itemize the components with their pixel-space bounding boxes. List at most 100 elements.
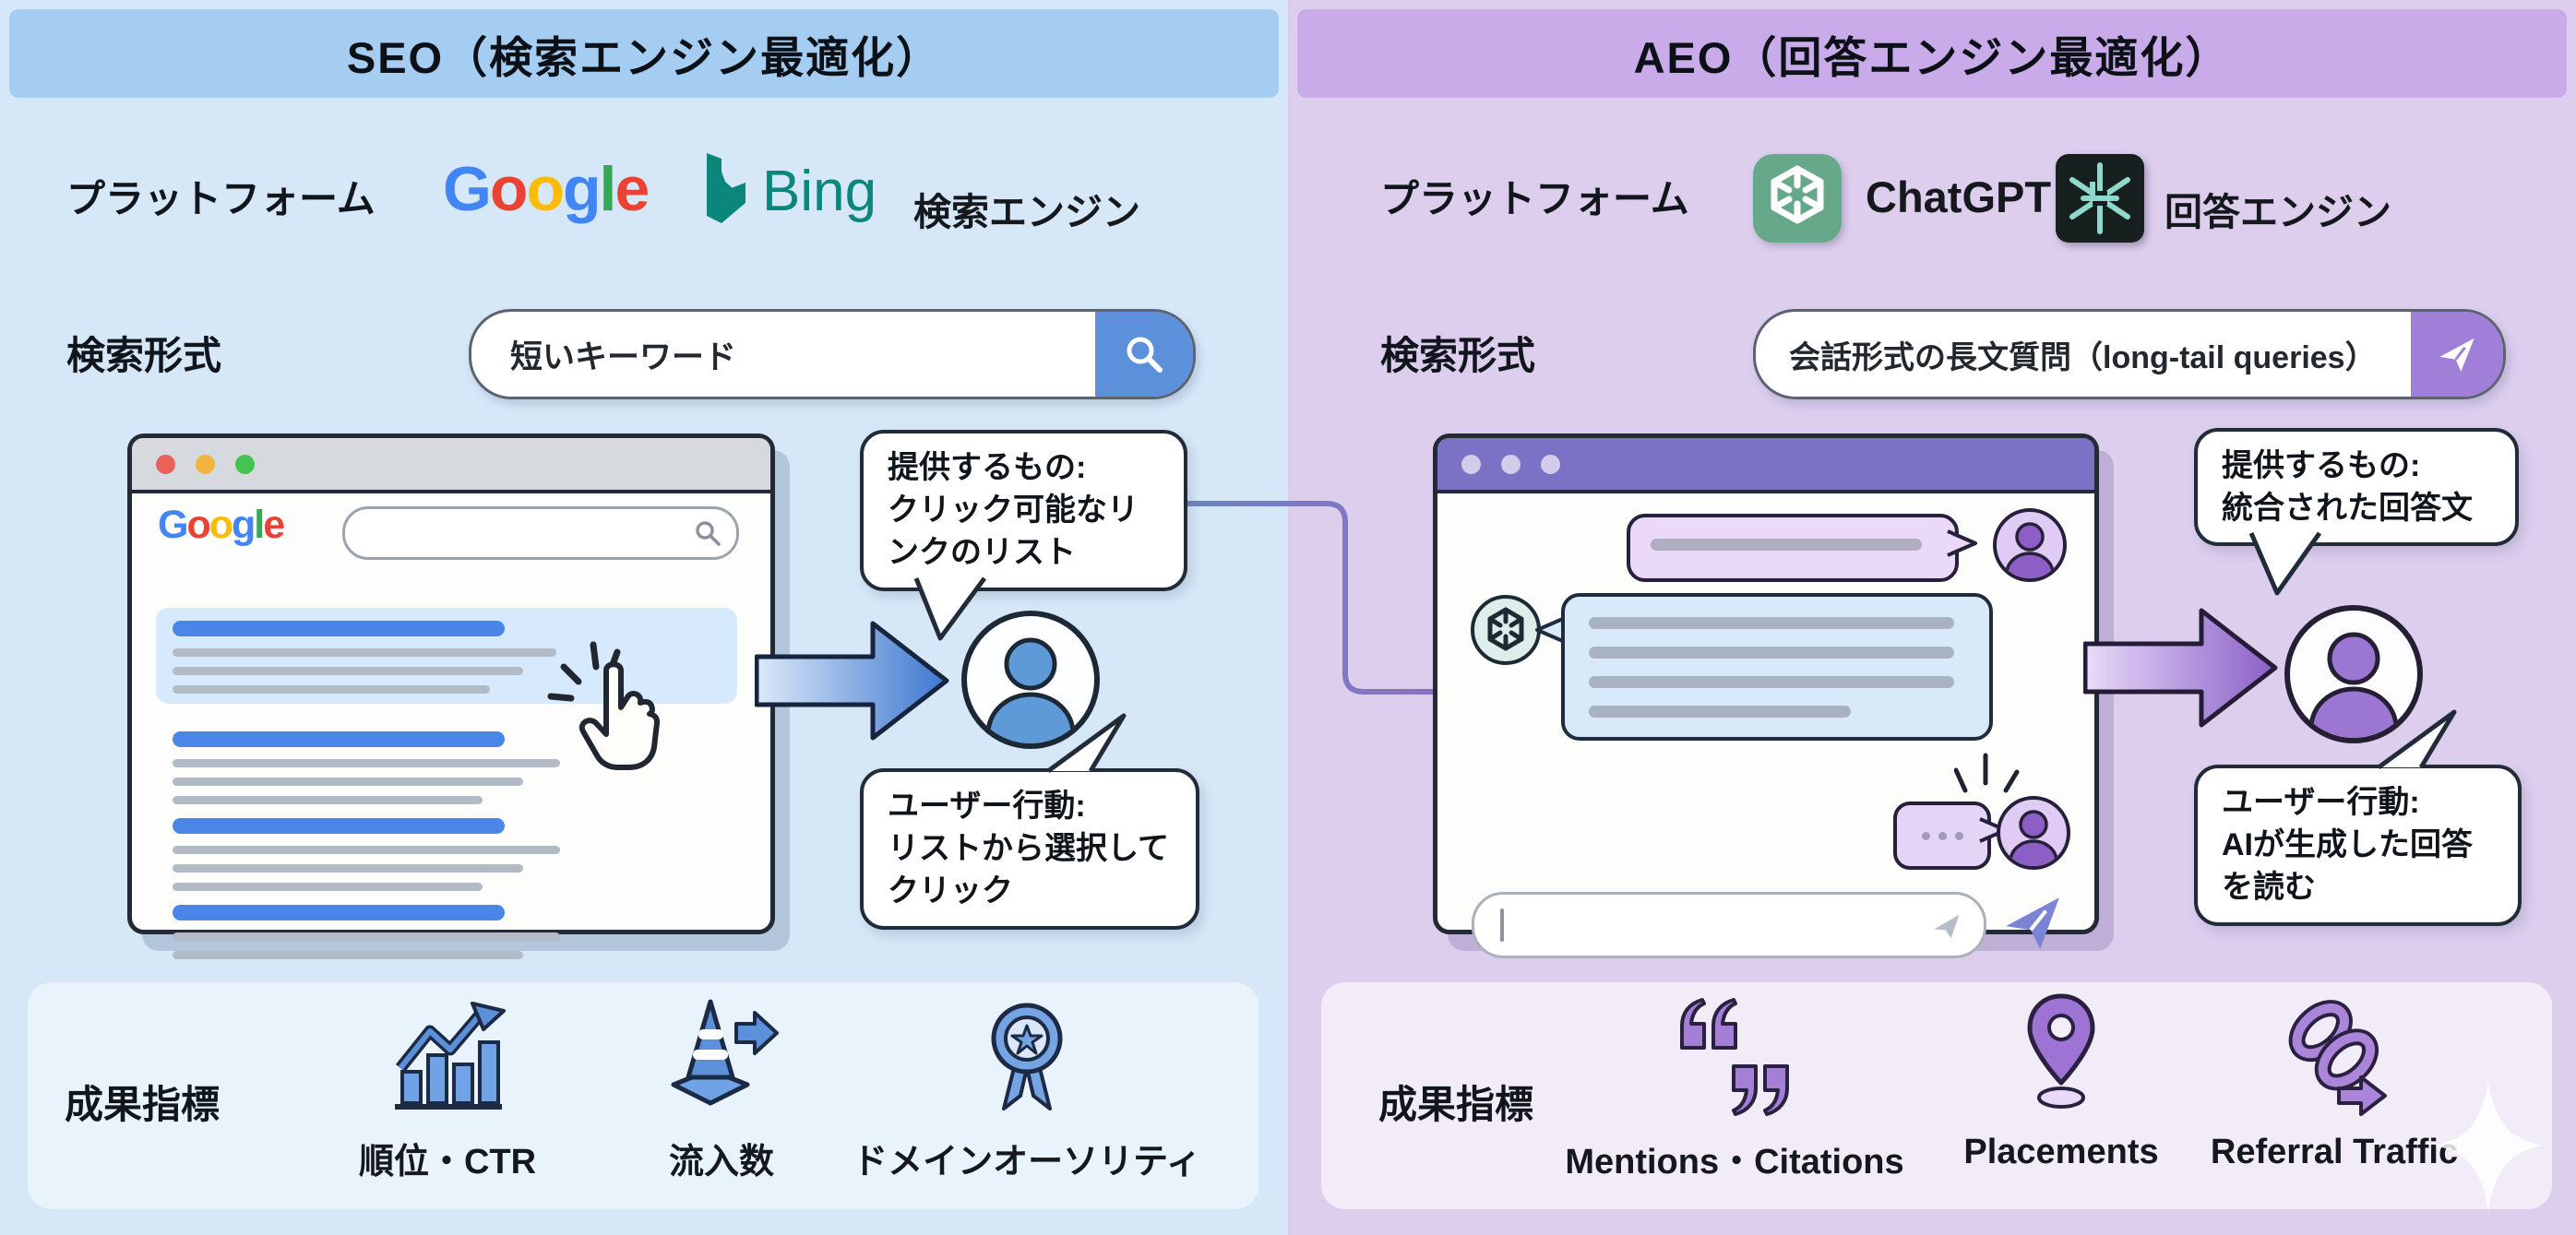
chat-titlebar <box>1437 438 2094 493</box>
user-chat-bubble-tail <box>1946 529 1977 557</box>
seo-header-title: SEO（検索エンジン最適化） <box>346 32 942 82</box>
chatgpt-icon <box>1753 154 1842 243</box>
google-letter: o <box>209 503 233 547</box>
seo-flow-arrow <box>755 621 949 741</box>
aeo-search-bar <box>1753 309 2506 399</box>
chatgpt-label: ChatGPT <box>1866 172 2052 221</box>
seo-engine-type: 検索エンジン <box>913 191 1140 233</box>
aeo-provides-title: 提供するもの: <box>2222 448 2421 483</box>
user-avatar <box>1993 508 2067 582</box>
aeo-send-button[interactable] <box>2411 312 2503 397</box>
aeo-metric-referral-traffic: Referral Traffic <box>2210 1133 2459 1171</box>
seo-user-action-bubble-tail <box>1046 713 1127 774</box>
result-link-title[interactable] <box>173 731 505 747</box>
aeo-flow-arrow <box>2083 608 2278 728</box>
google-letter: o <box>526 154 565 224</box>
sparkle-icon <box>2435 1081 2542 1212</box>
bar-chart-rising-icon <box>395 1002 506 1110</box>
seo-search-input[interactable] <box>471 312 1095 397</box>
aeo-user-icon <box>2284 605 2423 743</box>
text-caret <box>1500 908 1504 942</box>
paper-plane-icon <box>1934 914 1960 939</box>
aeo-metrics-label: 成果指標 <box>1378 1083 1534 1126</box>
aeo-user-action-title: ユーザー行動: <box>2222 785 2420 820</box>
result-link-title[interactable] <box>173 621 505 636</box>
award-ribbon-icon <box>991 1003 1063 1110</box>
browser-window: Google <box>127 433 775 959</box>
maximize-window-dot[interactable] <box>235 454 255 474</box>
seo-provides-body: クリック可能なリンクのリスト <box>888 493 1139 571</box>
seo-metric-inflow: 流入数 <box>668 1143 774 1182</box>
seo-metrics-label: 成果指標 <box>65 1083 221 1126</box>
google-letter: o <box>186 503 210 547</box>
close-window-dot[interactable] <box>156 454 175 474</box>
click-cursor-icon <box>547 641 661 770</box>
google-letter: e <box>263 503 285 547</box>
browser-search-box[interactable] <box>342 506 739 560</box>
google-logo-small: Google <box>158 503 285 548</box>
aeo-provides-body: 統合された回答文 <box>2222 491 2473 527</box>
search-icon <box>1127 337 1163 373</box>
result-link-title[interactable] <box>173 905 505 920</box>
chatgpt-avatar <box>1471 595 1541 665</box>
google-letter: l <box>254 503 265 547</box>
seo-metric-domain-authority: ドメインオーソリティ <box>853 1143 1201 1182</box>
window-dot[interactable] <box>1541 454 1560 474</box>
chat-content <box>1437 490 2094 958</box>
aeo-metric-mentions-citations: Mentions・Citations <box>1565 1143 1904 1182</box>
browser-content: Google <box>132 490 770 959</box>
bing-icon <box>707 153 745 223</box>
seo-user-icon <box>961 611 1100 749</box>
chat-message-input[interactable] <box>1472 892 1986 958</box>
seo-platform-label: プラットフォーム <box>66 177 376 220</box>
seo-provides-title: 提供するもの: <box>888 450 1087 485</box>
user-chat-bubble <box>1627 514 1959 582</box>
seo-search-bar <box>469 309 1196 399</box>
result-link-title[interactable] <box>173 818 505 834</box>
aeo-header-title: AEO（回答エンジン最適化） <box>1633 32 2231 82</box>
search-icon <box>696 521 721 546</box>
traffic-cone-inflow-icon <box>671 999 779 1106</box>
seo-search-button[interactable] <box>1095 312 1193 397</box>
minimize-window-dot[interactable] <box>196 454 215 474</box>
seo-header: SEO（検索エンジン最適化） <box>9 9 1279 98</box>
window-dot[interactable] <box>1501 454 1521 474</box>
link-arrow-icon <box>2288 1000 2387 1116</box>
google-letter: g <box>232 503 256 547</box>
aeo-provides-bubble-tail <box>2248 531 2322 596</box>
quotation-marks-icon <box>1680 998 1789 1116</box>
aeo-platform-label: プラットフォーム <box>1380 177 1689 220</box>
chat-window <box>1433 433 2099 958</box>
bing-wordmark: Bing <box>762 160 877 223</box>
send-icon <box>2439 338 2475 372</box>
aeo-user-action-bubble: ユーザー行動: AIが生成した回答を読む <box>2194 765 2522 926</box>
aeo-engine-type: 回答エンジン <box>2165 191 2391 233</box>
google-letter: g <box>563 154 602 224</box>
assistant-chat-bubble <box>1561 593 1993 741</box>
aeo-search-input[interactable] <box>1756 312 2411 397</box>
google-letter: G <box>158 503 188 547</box>
aeo-header: AEO（回答エンジン最適化） <box>1297 9 2567 98</box>
chat-send-button[interactable] <box>2002 892 2063 953</box>
aeo-metric-placements: Placements <box>1963 1133 2159 1171</box>
typing-indicator-bubble <box>1893 802 1991 870</box>
map-pin-icon <box>2027 993 2095 1109</box>
seo-provides-bubble: 提供するもの: クリック可能なリンクのリスト <box>860 430 1187 591</box>
user-avatar <box>1997 796 2070 870</box>
aeo-provides-bubble: 提供するもの: 統合された回答文 <box>2194 428 2519 547</box>
window-dot[interactable] <box>1461 454 1481 474</box>
aeo-search-format-label: 検索形式 <box>1380 334 1536 377</box>
seo-metric-rank-ctr: 順位・CTR <box>358 1143 537 1182</box>
google-letter: l <box>599 154 617 224</box>
browser-titlebar <box>132 438 770 493</box>
google-letter: e <box>614 154 650 224</box>
google-letter: o <box>489 154 529 224</box>
answer-engine-starburst-icon <box>2056 154 2144 243</box>
aeo-user-action-body: AIが生成した回答を読む <box>2222 827 2473 906</box>
google-letter: G <box>443 154 492 224</box>
seo-user-action-title: ユーザー行動: <box>888 789 1086 824</box>
seo-user-action-bubble: ユーザー行動: リストから選択してクリック <box>860 768 1199 930</box>
aeo-user-action-bubble-tail <box>2377 709 2457 770</box>
